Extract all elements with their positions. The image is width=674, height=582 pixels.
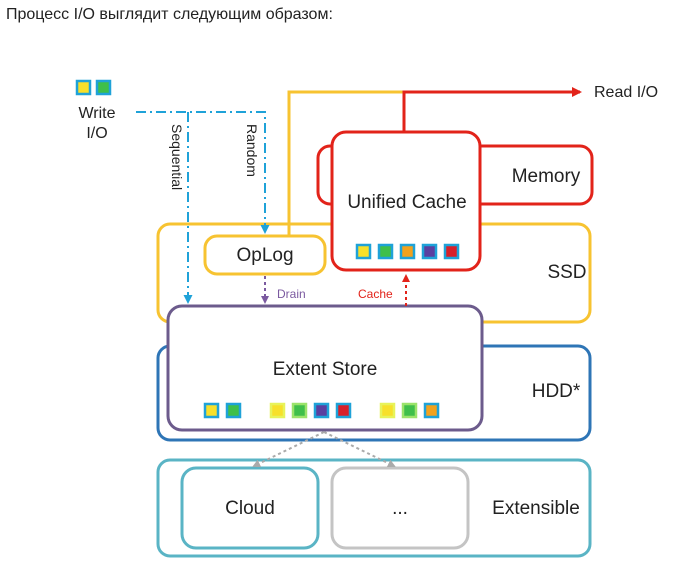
extent-store-box [166, 304, 484, 432]
cloud-box [180, 466, 320, 550]
cloud-label: Cloud [225, 498, 275, 519]
oplog-box [203, 234, 327, 276]
read-io-arrow [402, 87, 582, 132]
random-label: Random [244, 124, 260, 177]
write-io-label-line1: Write [78, 105, 115, 122]
page-heading: Процесс I/O выглядит следующим образом: [6, 6, 333, 23]
extent-to-cloud-arrow [252, 431, 325, 467]
ellipsis-box [330, 466, 470, 550]
ellipsis-label: ... [392, 498, 408, 519]
extent-store-label: Extent Store [273, 359, 378, 380]
write-io-label-line2: I/O [86, 125, 107, 142]
ssd-label: SSD [547, 262, 586, 283]
oplog-label: OpLog [236, 245, 293, 266]
cache-blocks [355, 243, 460, 260]
cache-label: Cache [358, 287, 393, 301]
extensible-label: Extensible [492, 498, 580, 519]
unified-cache-label: Unified Cache [347, 192, 466, 213]
memory-label: Memory [512, 166, 581, 187]
extent-blocks [203, 402, 440, 419]
unified-cache-box [330, 130, 482, 272]
random-write-arrow [136, 111, 270, 234]
read-io-label: Read I/O [594, 84, 658, 101]
sequential-label: Sequential [169, 124, 185, 190]
oplog-read-line [287, 90, 404, 236]
hdd-label: HDD* [532, 381, 581, 402]
write-io-blocks [75, 79, 112, 96]
extent-to-other-arrow [323, 431, 396, 467]
drain-label: Drain [277, 287, 306, 301]
